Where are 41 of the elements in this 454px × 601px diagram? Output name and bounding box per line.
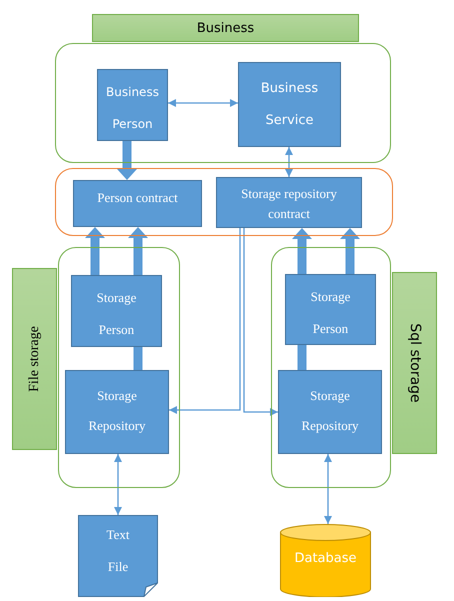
node-label: Storage Repository [87,387,147,435]
arrow [324,454,332,524]
arrow [114,454,122,515]
arrow [168,99,238,107]
node-label: Business Person [105,84,160,133]
node-label: Database [293,550,358,568]
process-box [71,275,162,347]
arrow [134,347,142,370]
node-label: Storage repository contract [240,185,338,223]
arrow [128,227,148,275]
node-label: Text File [106,526,130,576]
node-label: Sql storage [406,323,422,403]
group-container [58,247,180,488]
arrow [285,147,293,177]
node-label: Business [196,20,256,37]
arrow [169,228,241,414]
process-box [278,370,382,454]
process-box [73,180,202,227]
node-label: Storage Person [310,288,352,338]
arrow [85,227,105,275]
arrow [117,141,137,180]
arrow [292,228,312,274]
node-label: File storage [26,326,42,392]
process-box [97,69,168,141]
node-label: Business Service [260,80,320,130]
process-box [285,274,376,345]
group-container [55,168,393,236]
side-band [12,268,57,450]
process-box [216,177,362,228]
process-box [238,62,341,147]
side-band [392,272,437,454]
node-label: Storage Repository [300,387,360,435]
title-band [92,14,359,42]
process-box [65,370,169,454]
arrow [298,345,306,370]
node-label: Storage Person [96,289,138,339]
node-label: Person contract [96,189,179,207]
arrow [243,228,278,416]
arrow [340,228,360,274]
group-container [271,247,391,488]
group-container [55,43,391,163]
